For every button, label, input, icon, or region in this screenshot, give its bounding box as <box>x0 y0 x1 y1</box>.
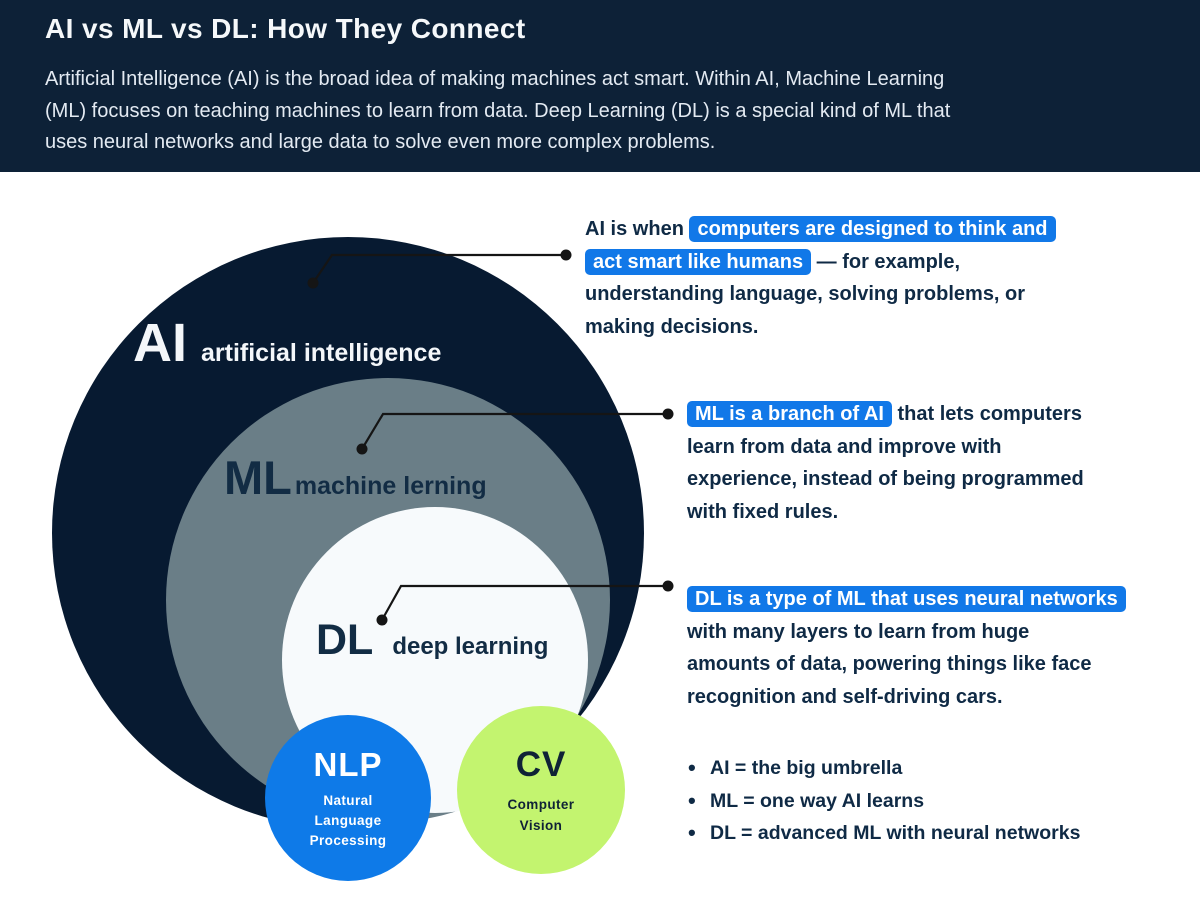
annotation-line: making decisions. <box>585 311 1056 344</box>
annotation-ai: AI is when computers are designed to thi… <box>585 213 1056 343</box>
annotation-text: — for example, <box>811 250 961 273</box>
annotation-text: with fixed rules. <box>687 500 839 523</box>
annotation-text: amounts of data, powering things like fa… <box>687 653 1092 675</box>
page-description: Artificial Intelligence (AI) is the broa… <box>45 64 1155 159</box>
summary-text: ML = one way AI learns <box>710 789 925 812</box>
cv-line: Computer <box>507 796 575 812</box>
ml-abbr: ML <box>224 451 292 504</box>
annotation-dl: DL is a type of ML that uses neural netw… <box>687 583 1126 713</box>
cv-abbr: CV <box>515 744 567 784</box>
highlighted-text: computers are designed to think and <box>689 216 1056 242</box>
connector-dot <box>560 249 572 261</box>
annotation-text: AI is when <box>585 218 690 240</box>
connector-dot <box>662 408 674 420</box>
description-line: uses neural networks and large data to s… <box>45 131 716 153</box>
nlp-circle: NLP Natural Language Processing <box>265 715 431 881</box>
dl-abbr: DL <box>316 616 374 664</box>
annotation-text: learn from data and improve with <box>687 435 1002 458</box>
ml-sublabel: machine lerning <box>294 472 487 500</box>
summary-text: AI = the big umbrella <box>710 757 903 779</box>
dl-sublabel: deep learning <box>392 633 549 660</box>
highlighted-text: act smart like humans <box>585 248 812 275</box>
bullet-icon: • <box>688 787 696 813</box>
nlp-line: Natural <box>323 792 373 808</box>
bullet-icon: • <box>688 755 696 780</box>
nlp-abbr: NLP <box>313 745 383 783</box>
dl-label: DL deep learning <box>316 616 548 665</box>
ai-sublabel: artificial intelligence <box>201 339 442 367</box>
summary-text: DL = advanced ML with neural networks <box>710 822 1081 844</box>
summary-item: • ML = one way AI learns <box>688 785 1080 818</box>
ml-label: ML machine lerning <box>224 450 487 505</box>
description-line: Artificial Intelligence (AI) is the broa… <box>45 68 945 90</box>
annotation-ml: ML is a branch of AI that lets computers… <box>687 398 1084 528</box>
annotation-text: recognition and self-driving cars. <box>687 685 1003 708</box>
annotation-line: experience, instead of being programmed <box>687 463 1084 496</box>
annotation-line: DL is a type of ML that uses neural netw… <box>687 583 1126 616</box>
annotation-line: with many layers to learn from huge <box>687 616 1126 649</box>
highlighted-text: ML is a branch of AI <box>687 401 892 427</box>
page-title: AI vs ML vs DL: How They Connect <box>45 13 526 44</box>
annotation-line: amounts of data, powering things like fa… <box>687 648 1126 681</box>
ai-abbr: AI <box>133 313 187 373</box>
cv-circle: CV Computer Vision <box>457 706 625 874</box>
annotation-line: recognition and self-driving cars. <box>687 681 1126 714</box>
nlp-line: Language <box>314 812 382 828</box>
highlighted-text: DL is a type of ML that uses neural netw… <box>687 586 1126 612</box>
annotation-line: understanding language, solving problems… <box>585 278 1056 311</box>
summary-item: • DL = advanced ML with neural networks <box>688 817 1080 850</box>
annotation-text: understanding language, solving problems… <box>585 283 1026 305</box>
cv-sublabel: Computer Vision <box>508 794 575 836</box>
bullet-icon: • <box>688 820 696 845</box>
annotation-text: that lets computers <box>891 403 1082 425</box>
connector-dot <box>662 580 674 592</box>
annotation-text: with many layers to learn from huge <box>687 620 1030 643</box>
nlp-sublabel: Natural Language Processing <box>310 791 387 851</box>
summary-list: • AI = the big umbrella • ML = one way A… <box>688 752 1080 850</box>
ai-label: AI artificial intelligence <box>133 312 441 374</box>
annotation-line: AI is when computers are designed to thi… <box>585 213 1056 246</box>
nlp-line: Processing <box>309 832 387 848</box>
annotation-text: experience, instead of being programmed <box>687 468 1084 490</box>
annotation-line: act smart like humans — for example, <box>585 246 1056 279</box>
description-line: (ML) focuses on teaching machines to lea… <box>45 99 951 122</box>
summary-item: • AI = the big umbrella <box>688 752 1080 785</box>
annotation-line: learn from data and improve with <box>687 431 1084 464</box>
annotation-line: with fixed rules. <box>687 496 1084 529</box>
annotation-text: making decisions. <box>585 315 759 338</box>
header: AI vs ML vs DL: How They Connect Artific… <box>0 0 1200 172</box>
cv-line: Vision <box>519 817 563 833</box>
annotation-line: ML is a branch of AI that lets computers <box>687 398 1084 431</box>
